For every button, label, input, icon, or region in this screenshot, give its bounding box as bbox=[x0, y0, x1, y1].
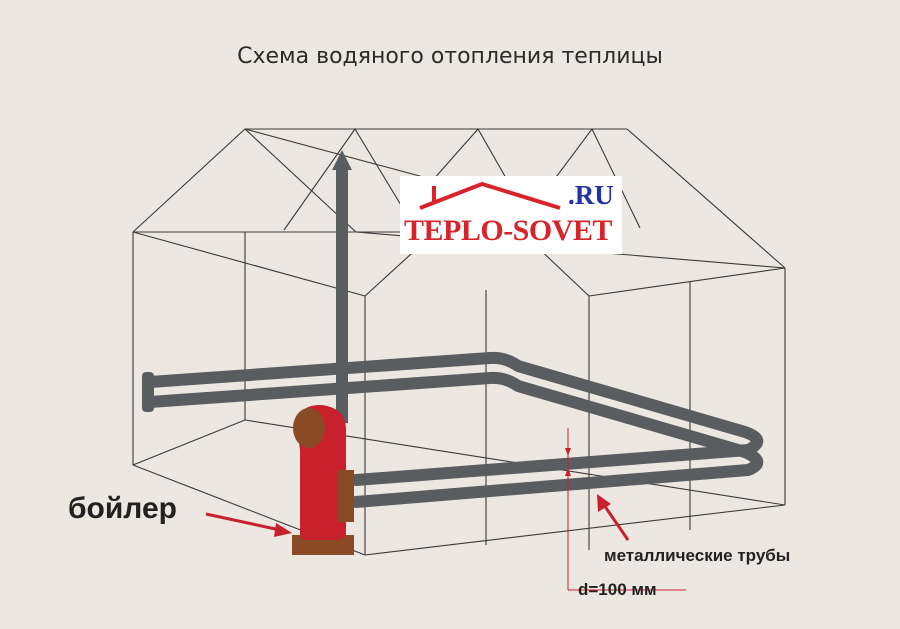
pipe-end-cap bbox=[142, 372, 154, 412]
chimney-arrow-icon bbox=[332, 150, 352, 423]
heating-pipes bbox=[144, 351, 764, 508]
logo-domain: .RU bbox=[568, 180, 614, 210]
pipes-pointer-arrow bbox=[597, 494, 630, 541]
house-roof-icon bbox=[419, 181, 561, 210]
boiler-pointer-arrow bbox=[205, 512, 292, 537]
pipes-label: металлические трубы bbox=[604, 546, 791, 565]
logo-brand: TEPLO-SOVET bbox=[404, 214, 612, 247]
logo: .RU TEPLO-SOVET bbox=[400, 176, 622, 254]
diagram-title: Схема водяного отопления теплицы bbox=[237, 44, 663, 69]
diameter-label: d=100 мм bbox=[578, 580, 657, 599]
boiler-label: бойлер bbox=[68, 492, 177, 525]
boiler bbox=[292, 404, 354, 555]
dimension-arrow-bottom bbox=[565, 468, 571, 476]
dimension-arrow-top bbox=[565, 448, 571, 456]
